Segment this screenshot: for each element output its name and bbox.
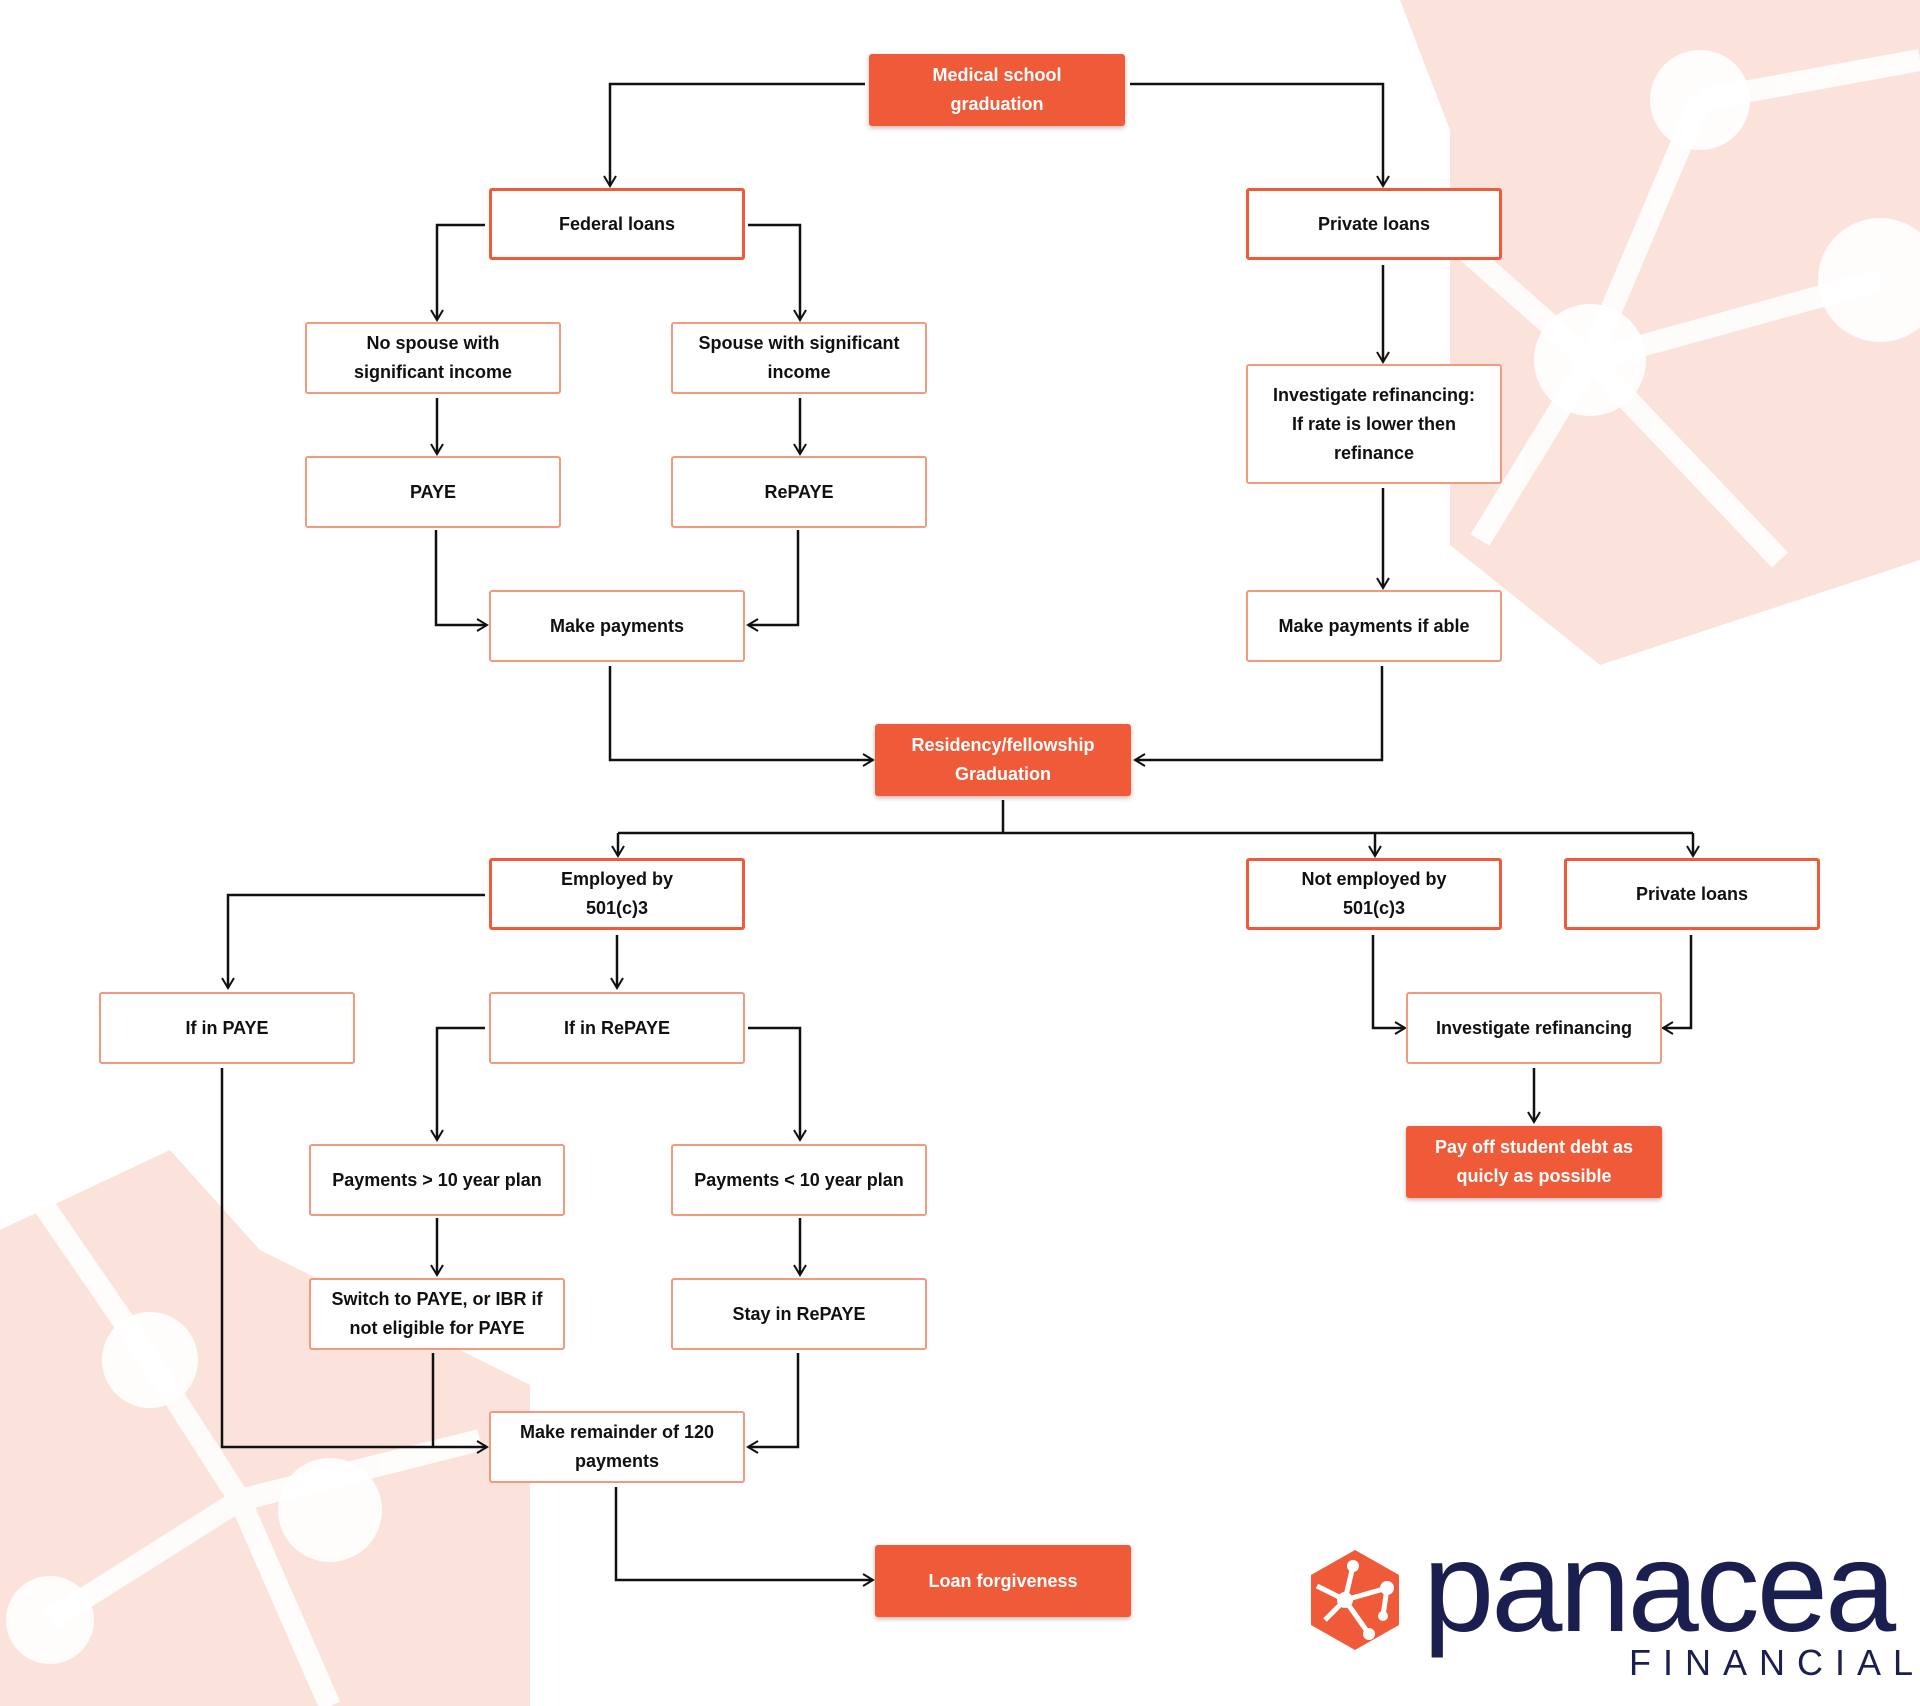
node-make-payments-if-able: Make payments if able: [1246, 590, 1502, 662]
node-investigate-refinancing-rate: Investigate refinancing: If rate is lowe…: [1246, 364, 1502, 484]
logo-subtitle: FINANCIAL: [1629, 1642, 1920, 1683]
connector-makepaymentsifable-residency: [1133, 666, 1384, 767]
node-residency-graduation: Residency/fellowship Graduation: [875, 724, 1131, 796]
connector-remainder-forgiveness: [614, 1487, 875, 1587]
node-not-employed-501c3: Not employed by 501(c)3: [1246, 858, 1502, 930]
connector-paye-makepayments: [434, 530, 489, 632]
node-payments-greater-10-year: Payments > 10 year plan: [309, 1144, 565, 1216]
node-employed-501c3: Employed by 501(c)3: [489, 858, 745, 930]
node-make-payments: Make payments: [489, 590, 745, 662]
node-make-remainder-120-payments: Make remainder of 120 payments: [489, 1411, 745, 1483]
node-federal-loans: Federal loans: [489, 188, 745, 260]
connector-makepayments-residency: [608, 666, 875, 767]
node-no-spouse: No spouse with significant income: [305, 322, 561, 394]
panacea-network-hexagon-icon: [1311, 1550, 1399, 1650]
node-private-loans: Private loans: [1246, 188, 1502, 260]
connector-employed-ifpaye: [221, 893, 485, 990]
node-switch-to-paye-or-ibr: Switch to PAYE, or IBR if not eligible f…: [309, 1278, 565, 1350]
node-payments-less-10-year: Payments < 10 year plan: [671, 1144, 927, 1216]
connector-residency-split: [618, 800, 1693, 835]
node-spouse: Spouse with significant income: [671, 322, 927, 394]
node-paye: PAYE: [305, 456, 561, 528]
node-repaye: RePAYE: [671, 456, 927, 528]
node-private-loans-after-residency: Private loans: [1564, 858, 1820, 930]
connector-medgrad-federal: [603, 82, 865, 188]
connector-stay-remainder: [746, 1353, 800, 1454]
node-investigate-refinancing: Investigate refinancing: [1406, 992, 1662, 1064]
connector-repaye-makepayments: [746, 530, 800, 632]
connector-medgrad-private: [1130, 82, 1390, 188]
connector-federal-nospouse: [430, 223, 485, 322]
connector-ifrepaye-gt: [430, 1026, 485, 1142]
panacea-financial-logo: panacea FINANCIAL: [1305, 1516, 1913, 1690]
connector-notemployed-investigate2: [1371, 935, 1407, 1035]
connector-ifrepaye-lt: [748, 1026, 807, 1142]
node-if-in-repaye: If in RePAYE: [489, 992, 745, 1064]
connector-federal-spouse: [748, 223, 807, 322]
connector-private2-investigate2: [1661, 935, 1693, 1035]
logo-wordmark: panacea: [1423, 1516, 1896, 1659]
node-stay-in-repaye: Stay in RePAYE: [671, 1278, 927, 1350]
node-if-in-paye: If in PAYE: [99, 992, 355, 1064]
connector-ifpaye-remainder: [220, 1068, 489, 1454]
node-medical-school-graduation: Medical school graduation: [869, 54, 1125, 126]
node-loan-forgiveness: Loan forgiveness: [875, 1545, 1131, 1617]
node-pay-off-student-debt: Pay off student debt as quicly as possib…: [1406, 1126, 1662, 1198]
